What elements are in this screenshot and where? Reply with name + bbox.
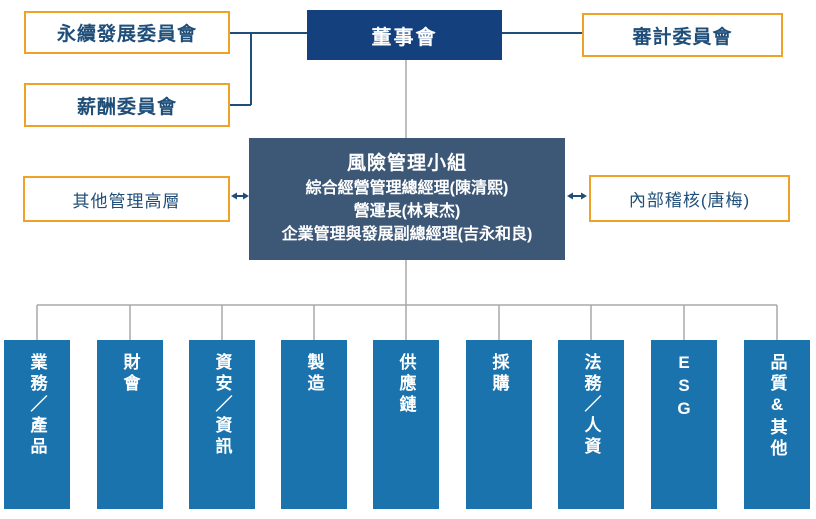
compensation-committee-box: 薪酬委員會: [24, 83, 230, 127]
dept-box-manufacturing: 製造: [281, 340, 347, 509]
dept-label: 財會: [120, 353, 140, 395]
dept-label: 法務／人資: [581, 353, 601, 458]
audit-committee-box: 審計委員會: [582, 13, 783, 57]
dept-box-finance-accounting: 財會: [97, 340, 163, 509]
gray-connectors: [36, 60, 778, 341]
dept-label: 品質&其他: [767, 353, 787, 460]
dept-label: 業務／產品: [27, 353, 47, 458]
risk-team-member: 營運長(林東杰): [353, 202, 461, 220]
dept-box-quality-others: 品質&其他: [744, 340, 810, 509]
sustainability-committee-box: 永續發展委員會: [24, 11, 230, 54]
dept-label: 資安／資訊: [212, 353, 232, 458]
dept-box-esg: ESG: [651, 340, 717, 509]
risk-team-member: 綜合經營管理總經理(陳清熙): [305, 180, 509, 198]
dept-label: 採購: [489, 353, 509, 395]
dept-box-legal-hr: 法務／人資: [558, 340, 624, 509]
navy-connectors: [230, 32, 582, 106]
dept-box-supply-chain: 供應鏈: [373, 340, 439, 509]
dept-box-procurement: 採購: [466, 340, 532, 509]
board-of-directors-box: 董事會: [307, 10, 502, 60]
double-arrow-right-icon: [567, 192, 587, 200]
risk-team-title: 風險管理小組: [346, 153, 467, 175]
dept-label: ESG: [674, 353, 694, 422]
dept-label: 製造: [304, 353, 324, 395]
double-arrow-left-icon: [231, 192, 249, 200]
risk-management-team-box: 風險管理小組 綜合經營管理總經理(陳清熙) 營運長(林東杰) 企業管理與發展副總…: [249, 138, 565, 260]
other-management-box: 其他管理高層: [23, 176, 230, 222]
dept-box-infosec-it: 資安／資訊: [189, 340, 255, 509]
internal-audit-box: 內部稽核(唐梅): [589, 175, 790, 222]
risk-team-member: 企業管理與發展副總經理(吉永和良): [281, 225, 533, 243]
dept-label: 供應鏈: [396, 353, 416, 416]
dept-box-business-product: 業務／產品: [4, 340, 70, 509]
